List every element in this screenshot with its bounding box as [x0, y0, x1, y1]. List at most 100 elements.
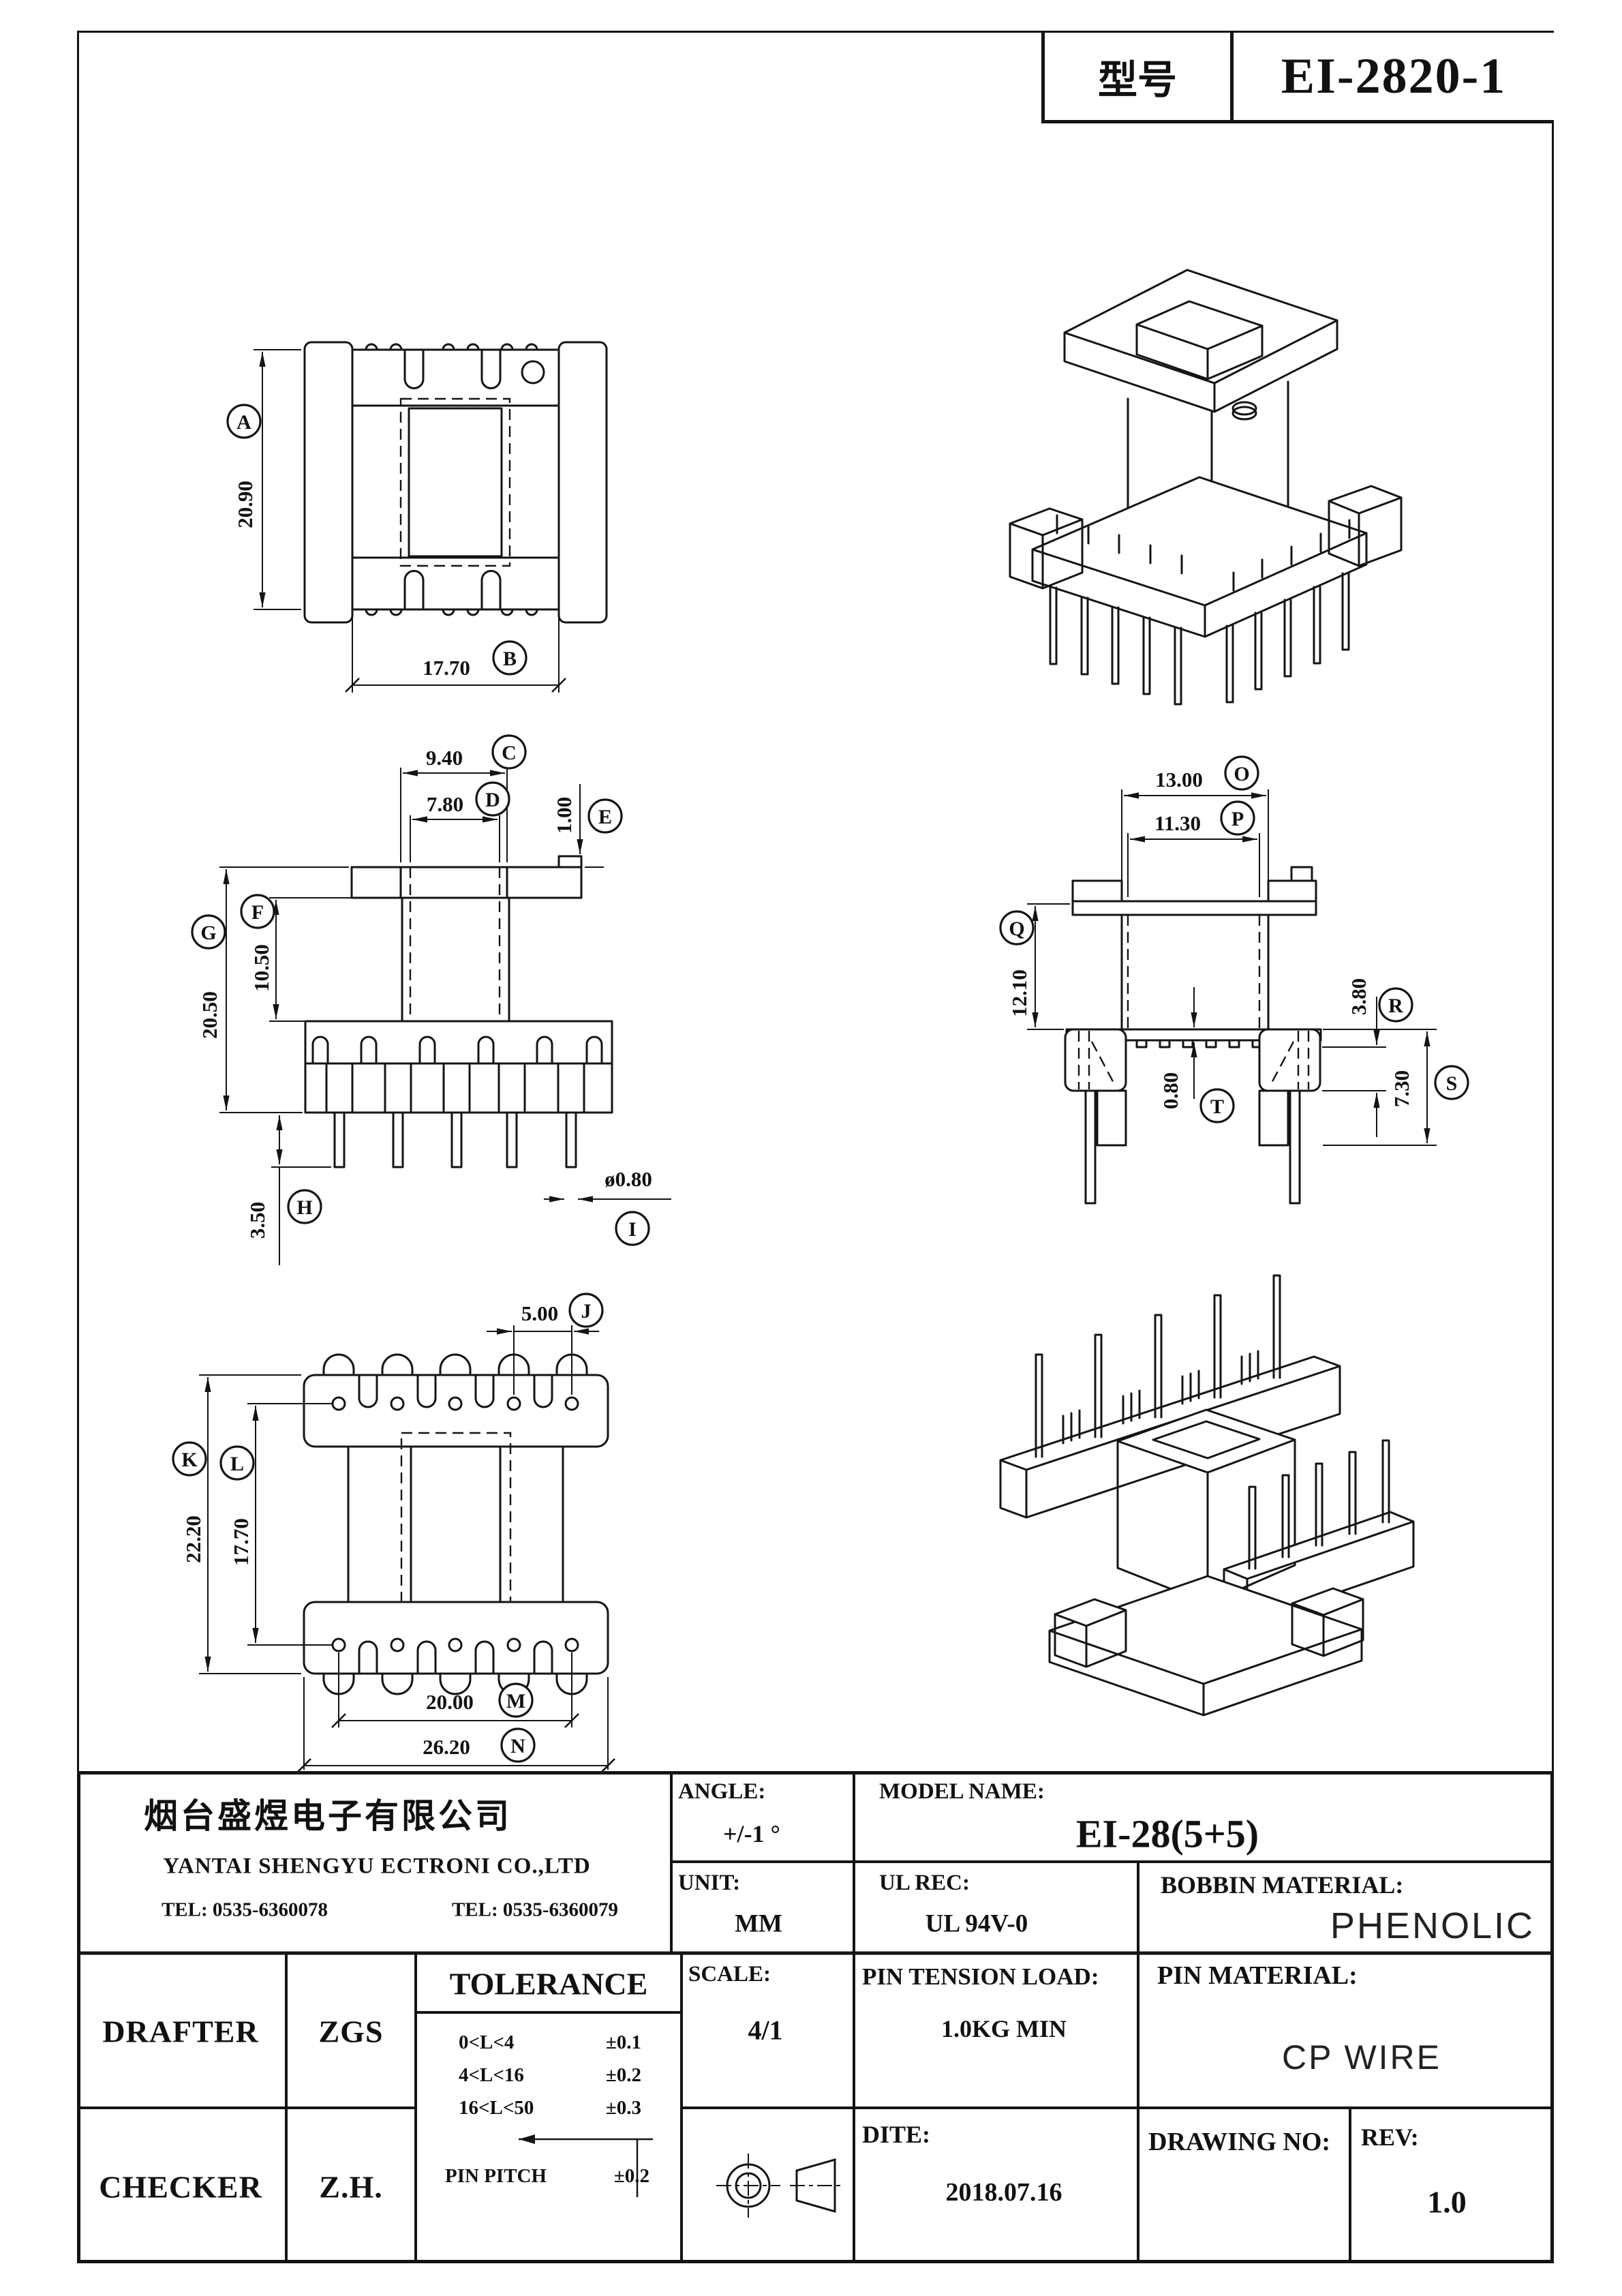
model-name-value: EI-28(5+5) [1075, 1811, 1259, 1856]
tolerance-row-1: 0<L<4 ±0.1 [459, 2031, 641, 2054]
dim-T: 0.80 T [1159, 987, 1235, 1123]
rev-label: REV: [1361, 2124, 1419, 2151]
projection-symbol-icon [716, 2154, 843, 2218]
company-tel-1: TEL: 0535-6360078 [161, 1899, 328, 1921]
company-tel-2: TEL: 0535-6360079 [451, 1899, 619, 1921]
scale-label: SCALE: [688, 1962, 771, 1987]
ul-rec-label: UL REC: [879, 1871, 970, 1895]
isometric-view-upright [1009, 269, 1403, 706]
top-view-drawing: A 20.90 17.70 B [226, 341, 608, 693]
title-block: 烟台盛煜电子有限公司 YANTAI SHENGYU ECTRONI CO.,LT… [77, 1771, 1554, 2263]
tolerance-range-3: 16<L<50 [459, 2097, 534, 2119]
dim-letter-N: N [510, 1735, 525, 1757]
dim-J: 5.00 J [487, 1293, 604, 1395]
drawing-area: A 20.90 17.70 B [172, 269, 1469, 1771]
tolerance-row-2: 4<L<16 ±0.2 [459, 2064, 641, 2087]
isometric-view-inverted [999, 1274, 1415, 1717]
dim-I: ø0.80 I [544, 1167, 671, 1246]
pin-pitch-value: ±0.2 [613, 2165, 649, 2187]
checker-label: CHECKER [99, 2169, 262, 2205]
model-number: EI-2820-1 [1281, 48, 1507, 104]
tolerance-pin-pitch-row: PIN PITCH ±0.2 [445, 2165, 649, 2188]
angle-label: ANGLE: [678, 1779, 766, 1804]
dim-value-T: 0.80 [1159, 1072, 1182, 1109]
pin-pitch-sketch-icon [519, 2134, 653, 2197]
tolerance-value-2: ±0.2 [605, 2064, 641, 2086]
ul-rec-value: UL 94V-0 [925, 1909, 1028, 1938]
date-label: DITE: [862, 2121, 931, 2148]
dim-letter-C: C [502, 742, 517, 764]
dim-M: 20.00 M [331, 1652, 579, 1728]
dim-letter-E: E [598, 806, 612, 828]
bobbin-material-value: PHENOLIC [1330, 1905, 1535, 1946]
dim-L: L 17.70 [219, 1403, 332, 1646]
dim-letter-I: I [628, 1218, 637, 1241]
pin-pitch-label: PIN PITCH [445, 2165, 547, 2187]
dim-value-O: 13.00 [1155, 768, 1203, 791]
dim-letter-K: K [181, 1449, 198, 1471]
drafter-value: ZGS [318, 2014, 384, 2049]
drafter-label: DRAFTER [102, 2014, 259, 2049]
dim-value-R: 3.80 [1347, 978, 1371, 1015]
dim-value-P: 11.30 [1154, 811, 1201, 835]
dim-letter-G: G [200, 922, 216, 944]
dim-letter-J: J [581, 1300, 592, 1323]
dim-value-M: 20.00 [426, 1690, 474, 1714]
dim-letter-P: P [1231, 808, 1244, 830]
dim-value-J: 5.00 [521, 1301, 558, 1325]
dim-letter-H: H [296, 1196, 312, 1219]
drawing-no-label: DRAWING NO: [1148, 2128, 1331, 2156]
dim-value-D: 7.80 [427, 792, 463, 816]
dim-N: 26.20 N [297, 1677, 615, 1771]
dim-letter-A: A [236, 411, 251, 434]
dim-letter-Q: Q [1009, 918, 1024, 940]
company-name-en: YANTAI SHENGYU ECTRONI CO.,LTD [163, 1854, 591, 1879]
dim-R: 3.80 R [1322, 978, 1413, 1137]
dim-E: 1.00 E [552, 784, 623, 868]
side-view-drawing: 13.00 O 11.30 P Q 12.10 [999, 755, 1469, 1205]
pin-tension-label: PIN TENSION LOAD: [862, 1963, 1099, 1990]
dim-F: F 10.50 [240, 894, 399, 1022]
title-block-grid [77, 1771, 1554, 2263]
tolerance-range-2: 4<L<16 [459, 2064, 524, 2086]
pin-material-value: CP WIRE [1282, 2038, 1441, 2076]
dim-S: 7.30 S [1323, 1029, 1469, 1146]
dim-A: A 20.90 [226, 349, 301, 610]
dim-value-A: 20.90 [233, 481, 257, 528]
dim-letter-D: D [485, 789, 500, 811]
model-title-block: 型号 EI-2820-1 [1041, 33, 1554, 123]
pin-tension-value: 1.0KG MIN [941, 2015, 1067, 2042]
dim-G: G 20.50 [191, 866, 349, 1113]
dim-letter-S: S [1446, 1072, 1458, 1095]
dim-B: 17.70 B [345, 614, 566, 693]
tolerance-row-3: 16<L<50 ±0.3 [459, 2097, 641, 2119]
dim-letter-T: T [1210, 1096, 1224, 1118]
tolerance-value-3: ±0.3 [605, 2097, 641, 2119]
dim-value-Q: 12.10 [1007, 969, 1031, 1017]
dim-letter-O: O [1234, 763, 1249, 785]
checker-value: Z.H. [319, 2169, 383, 2205]
dim-value-N: 26.20 [423, 1735, 470, 1759]
dim-value-K: 22.20 [181, 1515, 205, 1563]
dim-value-F: 10.50 [249, 944, 273, 992]
date-value: 2018.07.16 [945, 2178, 1062, 2207]
dim-value-S: 7.30 [1390, 1070, 1413, 1107]
dim-value-E: 1.00 [552, 797, 576, 834]
scale-value: 4/1 [748, 2014, 783, 2046]
angle-value: +/-1 ° [723, 1820, 780, 1847]
model-label: 型号 [1045, 33, 1234, 120]
pin-material-label: PIN MATERIAL: [1157, 1961, 1358, 1990]
bottom-view-drawing: 5.00 J K 22.20 L 17.70 [172, 1293, 615, 1771]
dim-value-C: 9.40 [426, 746, 463, 770]
dim-O: 13.00 O [1121, 755, 1269, 897]
dim-C: 9.40 C [400, 734, 527, 862]
dim-K: K 22.20 [172, 1374, 301, 1674]
unit-label: UNIT: [678, 1871, 741, 1895]
unit-value: MM [735, 1909, 782, 1938]
dim-value-H: 3.50 [245, 1202, 269, 1239]
dim-D: 7.80 D [410, 781, 510, 862]
company-name-cn: 烟台盛煜电子有限公司 [144, 1797, 512, 1835]
dim-P: 11.30 P [1127, 800, 1260, 897]
dim-value-L: 17.70 [229, 1518, 253, 1566]
